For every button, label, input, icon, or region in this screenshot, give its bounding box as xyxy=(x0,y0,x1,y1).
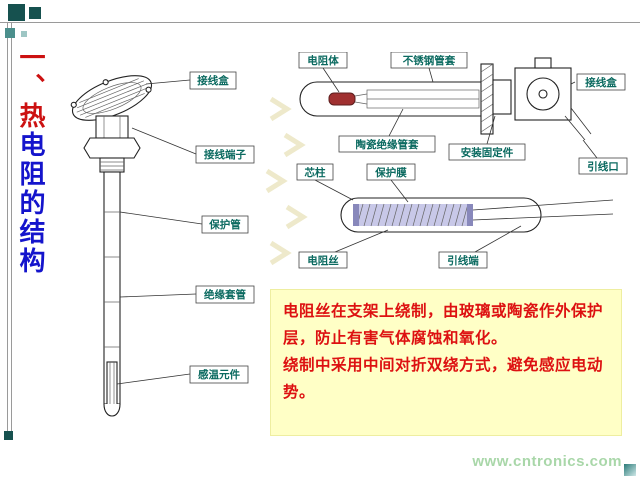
mounting-fixture xyxy=(492,79,512,115)
page-title-red-part: 一、热 xyxy=(16,44,46,131)
probe-label-protection-tube: 保护管 xyxy=(201,215,249,234)
svg-text:感温元件: 感温元件 xyxy=(198,368,240,381)
svg-text:绝缘套管: 绝缘套管 xyxy=(204,288,246,301)
svg-text:电阻丝: 电阻丝 xyxy=(307,254,339,267)
junction-box-body xyxy=(514,57,572,121)
svg-text:引线端: 引线端 xyxy=(447,254,479,267)
junction-box-cap xyxy=(70,75,153,121)
background-watermark-chevrons xyxy=(265,96,308,266)
svg-text:芯柱: 芯柱 xyxy=(305,166,326,179)
rtd-label-protective-film: 保护膜 xyxy=(366,163,416,181)
wound-core xyxy=(357,204,469,226)
svg-text:引线口: 引线口 xyxy=(587,160,619,173)
corner-square-decoration xyxy=(624,464,636,476)
rtd-label-lead-port: 引线口 xyxy=(578,157,628,175)
threaded-collar xyxy=(99,157,125,173)
page-title: 一、热电阻的结构 xyxy=(16,44,46,276)
rtd-label-mounting-fixture: 安装固定件 xyxy=(448,143,526,161)
rtd-structure-svg: 电阻体 不锈钢管套 接线盒 陶瓷绝缘管套 安装固定件 引线口 xyxy=(296,51,628,269)
corner-square-decoration xyxy=(4,431,13,440)
rtd-label-junction-box: 接线盒 xyxy=(576,73,626,91)
sensing-element xyxy=(106,361,118,407)
rtd-label-core-post: 芯柱 xyxy=(296,163,334,181)
mounting-wall xyxy=(480,63,494,135)
caption-box: 电阻丝在支架上绕制，由玻璃或陶瓷作外保护层，防止有害气体腐蚀和氧化。 绕制中采用… xyxy=(270,289,622,436)
rtd-label-resistance-wire: 电阻丝 xyxy=(298,251,348,269)
probe-label-junction-box: 接线盒 xyxy=(189,71,237,90)
left-border-line xyxy=(7,23,12,431)
caption-paragraph-2: 绕制中采用中间对折双绕方式，避免感应电动势。 xyxy=(283,357,604,402)
probe-tip xyxy=(103,403,121,417)
probe-label-terminals: 接线端子 xyxy=(195,145,255,164)
rtd-element-assembly xyxy=(340,197,614,233)
terminal-neck xyxy=(95,115,129,139)
svg-text:保护膜: 保护膜 xyxy=(374,166,407,179)
rtd-label-stainless-tube: 不锈钢管套 xyxy=(390,51,468,69)
probe-diagram-svg: 接线盒 接线端子 保护管 绝缘套管 感温元件 xyxy=(70,71,255,417)
rtd-sheath-assembly xyxy=(299,57,592,141)
caption-paragraph-1: 电阻丝在支架上绕制，由玻璃或陶瓷作外保护层，防止有害气体腐蚀和氧化。 xyxy=(283,303,604,348)
core-end-cap xyxy=(353,204,359,226)
svg-text:接线盒: 接线盒 xyxy=(197,74,229,87)
corner-square-decoration xyxy=(29,7,41,19)
core-end-cap xyxy=(467,204,473,226)
probe-label-insulation-sleeve: 绝缘套管 xyxy=(195,285,255,304)
corner-square-decoration xyxy=(8,4,25,21)
corner-square-decoration xyxy=(21,31,27,37)
svg-text:陶瓷绝缘管套: 陶瓷绝缘管套 xyxy=(356,138,419,151)
page-title-blue-part: 电阻的结构 xyxy=(16,131,46,276)
top-border-line xyxy=(0,22,640,23)
probe-diagram: 接线盒 接线端子 保护管 绝缘套管 感温元件 xyxy=(50,62,265,447)
rtd-label-lead-end: 引线端 xyxy=(438,251,488,269)
rtd-label-resistor-body: 电阻体 xyxy=(298,51,348,69)
protection-tube xyxy=(103,171,121,405)
svg-text:不锈钢管套: 不锈钢管套 xyxy=(403,54,456,67)
rtd-structure-diagram: 电阻体 不锈钢管套 接线盒 陶瓷绝缘管套 安装固定件 引线口 xyxy=(283,51,628,292)
rtd-label-ceramic-sleeve: 陶瓷绝缘管套 xyxy=(338,135,436,153)
svg-text:安装固定件: 安装固定件 xyxy=(461,146,514,159)
resistor-body xyxy=(328,92,356,106)
site-watermark: www.cntronics.com xyxy=(472,453,622,470)
probe-label-sensing-element: 感温元件 xyxy=(189,365,249,384)
hex-nut xyxy=(83,137,141,159)
svg-text:保护管: 保护管 xyxy=(208,218,241,231)
corner-square-decoration xyxy=(5,28,15,38)
svg-text:接线端子: 接线端子 xyxy=(204,148,246,161)
svg-text:电阻体: 电阻体 xyxy=(307,54,339,67)
svg-text:接线盒: 接线盒 xyxy=(585,76,617,89)
element-lead-wires xyxy=(472,199,614,221)
lead-wires xyxy=(564,107,592,141)
